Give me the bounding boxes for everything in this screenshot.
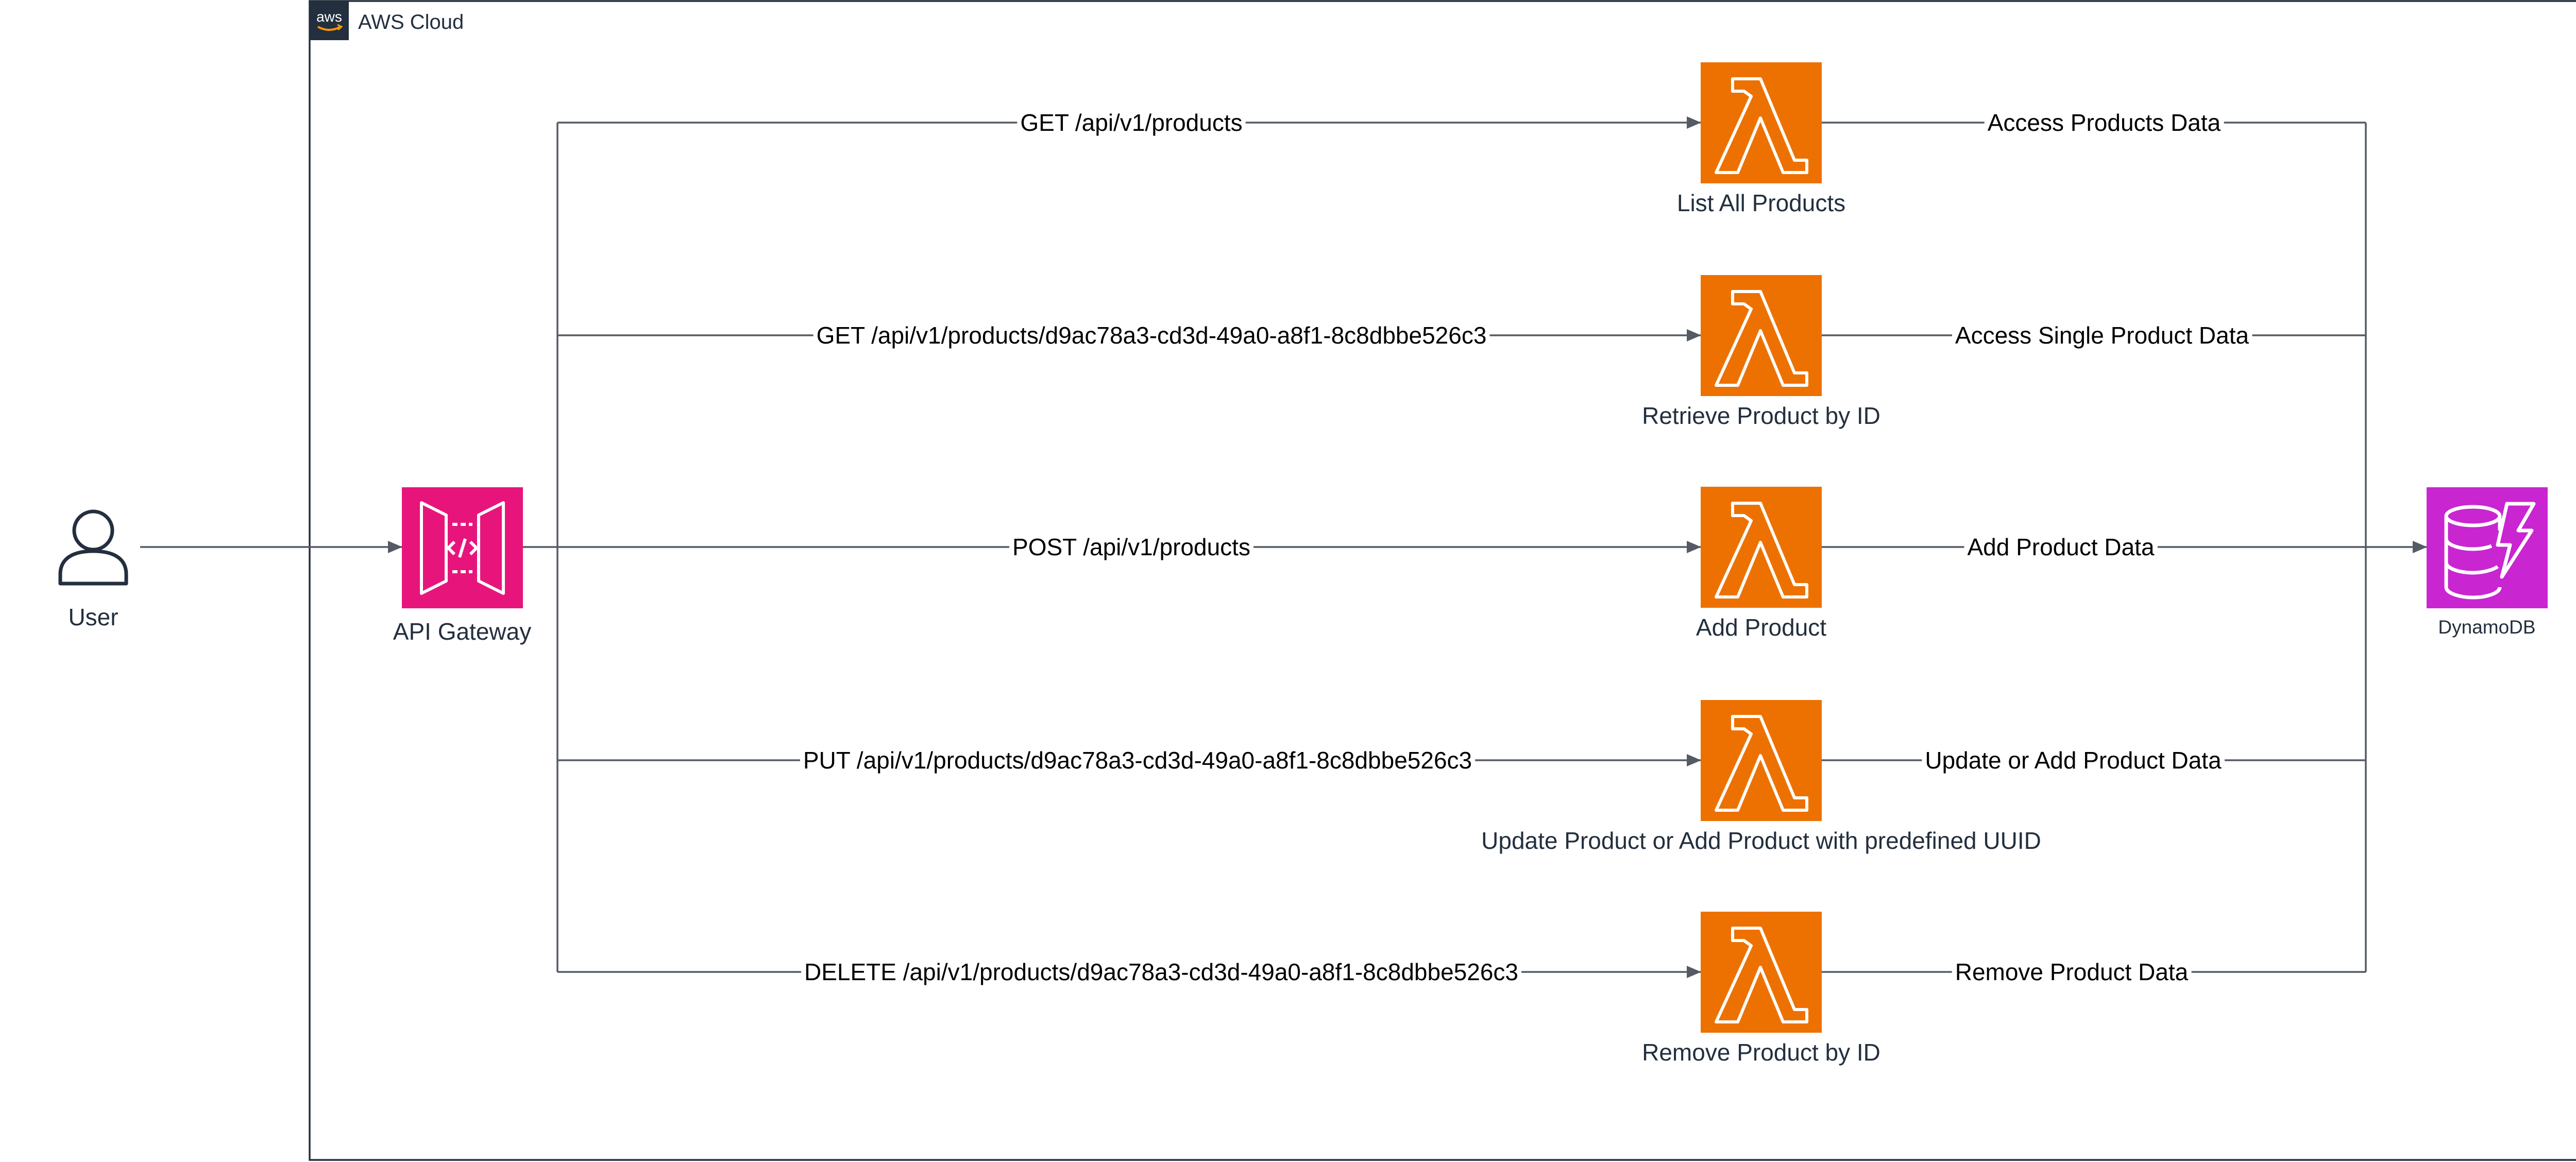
lambda-label: Retrieve Product by ID [1642,402,1880,429]
dynamodb-node[interactable]: DynamoDB [2427,487,2548,638]
request-label: POST /api/v1/products [1012,534,1250,560]
request-label: GET /api/v1/products [1020,109,1242,136]
routes: GET /api/v1/products Access Products Data… [557,62,2366,1066]
lambda-node[interactable]: Add Product [1696,487,1826,641]
db-action-label-bg [1964,533,2158,561]
route-row: GET /api/v1/products Access Products Data… [557,62,2366,216]
request-label-bg [800,746,1476,775]
route-row: DELETE /api/v1/products/d9ac78a3-cd3d-49… [557,912,2366,1066]
aws-cloud-label: AWS Cloud [358,11,464,33]
db-action-label: Access Single Product Data [1955,322,2249,349]
lambda-node[interactable]: Retrieve Product by ID [1642,275,1880,429]
request-label: GET /api/v1/products/d9ac78a3-cd3d-49a0-… [817,322,1487,349]
request-label-bg [801,958,1522,986]
lambda-label: Update Product or Add Product with prede… [1481,827,2041,854]
lambda-glyph [1715,715,1808,812]
db-action-label-bg [1922,746,2225,775]
user-node[interactable]: User [58,509,128,630]
svg-text:aws: aws [316,9,342,25]
route-row: GET /api/v1/products/d9ac78a3-cd3d-49a0-… [557,275,2366,429]
db-action-label-bg [1952,321,2252,350]
lambda-node[interactable]: Remove Product by ID [1642,912,1880,1066]
lambda-label: Add Product [1696,614,1826,641]
request-label-bg [1017,108,1246,137]
db-action-label: Access Products Data [1988,109,2221,136]
db-action-label: Remove Product Data [1955,959,2189,985]
db-action-label: Add Product Data [1967,534,2155,560]
lambda-label: Remove Product by ID [1642,1039,1880,1066]
lambda-glyph [1715,927,1808,1023]
lambda-glyph [1715,502,1808,599]
request-label: PUT /api/v1/products/d9ac78a3-cd3d-49a0-… [803,747,1472,774]
db-action-label-bg [1984,108,2224,137]
aws-cloud-group: aws AWS Cloud [309,0,2576,1161]
lambda-node[interactable]: List All Products [1677,62,1845,216]
lambda-glyph [1715,290,1808,387]
api-gateway-label: API Gateway [393,618,531,645]
aws-cloud-boundary [309,0,2576,1161]
request-label: DELETE /api/v1/products/d9ac78a3-cd3d-49… [804,959,1518,985]
lambda-node[interactable]: Update Product or Add Product with prede… [1481,700,2041,854]
lambda-label: List All Products [1677,190,1845,216]
aws-logo-icon: aws [310,1,349,40]
route-row: PUT /api/v1/products/d9ac78a3-cd3d-49a0-… [557,700,2366,854]
route-row: POST /api/v1/products Add Product DataAdd… [557,487,2366,641]
user-label: User [68,604,118,630]
user-icon [58,509,128,586]
lambda-glyph [1715,77,1808,174]
request-label-bg [813,321,1490,350]
db-action-label: Update or Add Product Data [1925,747,2222,774]
api-gateway-node[interactable]: API Gateway [393,487,531,645]
request-label-bg [1009,533,1253,561]
dynamodb-label: DynamoDB [2438,617,2535,638]
db-action-label-bg [1952,958,2192,986]
